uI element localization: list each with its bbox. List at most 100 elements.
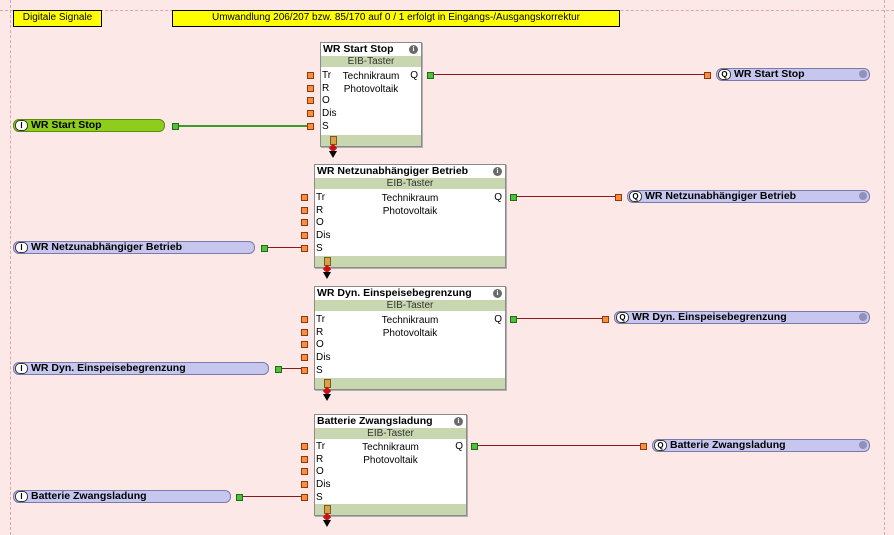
input-port[interactable] xyxy=(615,194,622,201)
input-port[interactable] xyxy=(301,443,308,450)
port-label-o: O xyxy=(316,466,324,477)
output-label: Batterie Zwangsladung xyxy=(670,439,786,451)
logic-block[interactable]: WR Dyn. Einspeisebegrenzung i EIB-Taster… xyxy=(314,286,506,390)
output-port[interactable] xyxy=(510,316,517,323)
input-label: Batterie Zwangsladung xyxy=(31,490,147,502)
output-badge-icon: Q xyxy=(629,191,642,202)
input-port[interactable] xyxy=(602,316,609,323)
connection-wire[interactable] xyxy=(179,125,307,127)
block-location: Technikraum xyxy=(381,193,439,204)
output-port[interactable] xyxy=(172,123,179,130)
info-icon[interactable]: i xyxy=(493,289,502,298)
connection-wire[interactable] xyxy=(517,196,615,197)
input-label: WR Start Stop xyxy=(31,119,102,131)
block-category: Photovoltaik xyxy=(363,455,418,466)
info-icon[interactable]: i xyxy=(454,417,463,426)
output-port[interactable] xyxy=(236,494,243,501)
grid-divider xyxy=(884,0,885,535)
input-port[interactable] xyxy=(301,194,308,201)
block-category: Photovoltaik xyxy=(382,206,438,217)
connection-wire[interactable] xyxy=(478,445,640,446)
connection-wire[interactable] xyxy=(243,496,301,497)
input-port[interactable] xyxy=(301,481,308,488)
block-category: Photovoltaik xyxy=(343,84,399,95)
block-footer xyxy=(315,504,466,515)
output-port[interactable] xyxy=(510,194,517,201)
block-footer xyxy=(315,378,505,389)
input-port[interactable] xyxy=(301,468,308,475)
input-port[interactable] xyxy=(307,85,314,92)
info-icon[interactable]: i xyxy=(409,45,418,54)
block-type: EIB-Taster xyxy=(315,428,466,439)
port-label-tr: Tr xyxy=(316,192,326,203)
port-label-dis: Dis xyxy=(316,352,331,363)
input-port[interactable] xyxy=(301,456,308,463)
pin-icon xyxy=(323,394,331,401)
port-label-s: S xyxy=(322,121,329,132)
logic-block[interactable]: Batterie Zwangsladung i EIB-Taster Tr R … xyxy=(314,414,467,516)
connection-wire[interactable] xyxy=(517,318,602,319)
input-label: WR Dyn. Einspeisebegrenzung xyxy=(31,362,186,374)
input-port[interactable] xyxy=(301,354,308,361)
connection-wire[interactable] xyxy=(282,368,301,369)
input-port[interactable] xyxy=(704,72,711,79)
output-label: WR Netzunabhängiger Betrieb xyxy=(645,190,797,202)
output-port[interactable] xyxy=(261,245,268,252)
input-port[interactable] xyxy=(301,494,308,501)
block-location: Technikraum xyxy=(362,442,419,453)
connection-wire[interactable] xyxy=(434,74,704,75)
port-label-o: O xyxy=(316,339,324,350)
port-label-r: R xyxy=(322,83,330,94)
block-location: Technikraum xyxy=(342,71,400,82)
logic-block[interactable]: WR Netzunabhängiger Betrieb i EIB-Taster… xyxy=(314,164,506,268)
input-port[interactable] xyxy=(301,316,308,323)
input-port[interactable] xyxy=(301,329,308,336)
pin-icon xyxy=(329,151,337,158)
output-port[interactable] xyxy=(427,72,434,79)
output-port[interactable] xyxy=(275,366,282,373)
port-label-q: Q xyxy=(494,314,502,325)
input-port[interactable] xyxy=(307,110,314,117)
output-badge-icon: Q xyxy=(654,440,667,451)
block-footer xyxy=(321,135,421,146)
logic-block[interactable]: WR Start Stop i EIB-Taster Tr R O Dis S … xyxy=(320,42,422,147)
input-port[interactable] xyxy=(640,443,647,450)
input-port[interactable] xyxy=(307,97,314,104)
grid-divider xyxy=(10,0,11,535)
block-footer xyxy=(315,256,505,267)
input-port[interactable] xyxy=(301,341,308,348)
input-port[interactable] xyxy=(301,232,308,239)
connection-wire[interactable] xyxy=(268,247,301,248)
pin-icon xyxy=(323,520,331,527)
port-label-s: S xyxy=(316,492,323,503)
input-port[interactable] xyxy=(307,72,314,79)
input-port[interactable] xyxy=(301,207,308,214)
input-port[interactable] xyxy=(301,219,308,226)
input-port[interactable] xyxy=(301,367,308,374)
port-label-o: O xyxy=(322,95,330,106)
block-location: Technikraum xyxy=(381,315,439,326)
output-port[interactable] xyxy=(471,443,478,450)
input-label: WR Netzunabhängiger Betrieb xyxy=(31,241,183,253)
port-label-q: Q xyxy=(494,192,502,203)
port-label-dis: Dis xyxy=(316,479,331,490)
note-label: Umwandlung 206/207 bzw. 85/170 auf 0 / 1… xyxy=(172,10,620,27)
pin-icon xyxy=(323,272,331,279)
output-badge-icon: Q xyxy=(616,312,629,323)
port-label-dis: Dis xyxy=(322,108,337,119)
input-port[interactable] xyxy=(301,245,308,252)
info-icon[interactable]: i xyxy=(493,167,502,176)
bar-end-icon xyxy=(859,313,867,321)
output-label: WR Start Stop xyxy=(734,68,805,80)
input-port[interactable] xyxy=(307,123,314,130)
block-title: WR Netzunabhängiger Betrieb xyxy=(315,165,505,178)
